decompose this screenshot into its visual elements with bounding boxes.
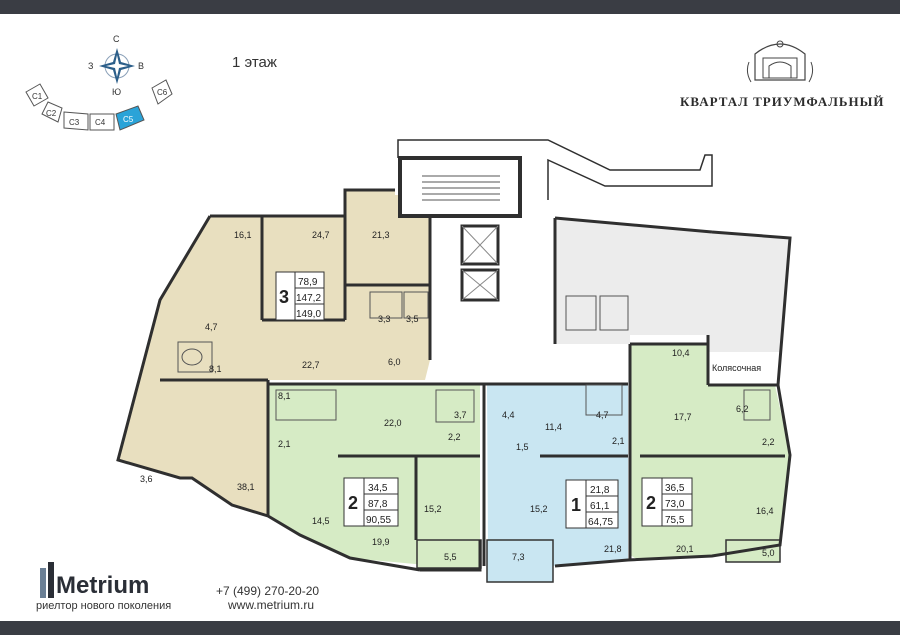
- svg-text:147,2: 147,2: [296, 293, 321, 304]
- apartment-3room-area[interactable]: [118, 190, 430, 516]
- compass-east: В: [138, 61, 144, 71]
- svg-text:78,9: 78,9: [298, 277, 318, 288]
- section-c2[interactable]: С2: [41, 101, 63, 123]
- room-area: 3,7: [454, 410, 467, 420]
- room-area: 16,4: [756, 506, 774, 516]
- svg-text:С5: С5: [123, 115, 134, 124]
- room-area: 15,2: [424, 504, 442, 514]
- stroller-room-label: Колясочная: [712, 363, 761, 373]
- room-area: 22,7: [302, 360, 320, 370]
- room-area: 6,2: [736, 404, 749, 414]
- section-c4[interactable]: С4: [89, 113, 115, 131]
- balcony-left-area: [416, 539, 482, 569]
- room-area: 5,5: [444, 552, 457, 562]
- apartment-badge-1room[interactable]: 1 21,8 61,1 64,75: [565, 479, 619, 529]
- room-area: 5,0: [762, 548, 775, 558]
- contact-phone[interactable]: +7 (499) 270-20-20: [216, 584, 320, 598]
- room-area: 2,2: [448, 432, 461, 442]
- stroller-room-area: [708, 352, 780, 384]
- compass-rose-icon: [99, 48, 135, 84]
- room-area: 10,4: [672, 348, 690, 358]
- room-area: 1,5: [516, 442, 529, 452]
- contact-website[interactable]: www.metrium.ru: [228, 598, 315, 612]
- svg-text:87,8: 87,8: [368, 499, 388, 510]
- room-area: 19,9: [372, 537, 390, 547]
- project-crest-logo: [746, 40, 814, 83]
- brand-name: Metrium: [56, 572, 150, 599]
- room-area: 4,7: [596, 410, 609, 420]
- svg-text:С1: С1: [32, 92, 43, 101]
- apartment-badge-2room-left[interactable]: 2 34,5 87,8 90,55: [343, 477, 399, 527]
- entrance-canopy: [397, 139, 713, 200]
- room-area: 11,4: [545, 422, 562, 432]
- svg-text:64,75: 64,75: [588, 517, 613, 528]
- bottom-band: [0, 621, 900, 635]
- compass-north: С: [113, 34, 120, 44]
- svg-text:С6: С6: [157, 88, 168, 97]
- room-area: 15,2: [530, 504, 548, 514]
- room-area: 6,0: [388, 357, 401, 367]
- brand-tagline: риелтор нового поколения: [36, 600, 172, 612]
- room-area: 20,1: [676, 544, 694, 554]
- room-area: 8,1: [209, 364, 222, 374]
- svg-text:2: 2: [348, 493, 358, 513]
- commercial-area[interactable]: [555, 218, 790, 385]
- balcony-right-area: [725, 539, 781, 563]
- svg-text:73,0: 73,0: [665, 499, 685, 510]
- svg-text:149,0: 149,0: [296, 309, 321, 320]
- svg-text:2: 2: [646, 493, 656, 513]
- room-area: 3,6: [140, 474, 153, 484]
- svg-text:С3: С3: [69, 118, 80, 127]
- room-area: 24,7: [312, 230, 330, 240]
- room-area: 3,3: [378, 314, 391, 324]
- project-name: КВАРТАЛ ТРИУМФАЛЬНЫЙ: [680, 94, 885, 109]
- svg-text:21,8: 21,8: [590, 485, 610, 496]
- apartment-badge-3room[interactable]: 3 78,9 147,2 149,0: [275, 271, 325, 321]
- room-area: 3,5: [406, 314, 419, 324]
- room-area: 14,5: [312, 516, 330, 526]
- floor-title: 1 этаж: [232, 54, 277, 71]
- top-band: [0, 0, 900, 14]
- svg-text:С4: С4: [95, 118, 106, 127]
- section-c5[interactable]: С5: [115, 105, 145, 131]
- room-area: 4,7: [205, 322, 218, 332]
- room-area: 8,1: [278, 391, 291, 401]
- room-area: 22,0: [384, 418, 402, 428]
- apartment-badge-2room-right[interactable]: 2 36,5 73,0 75,5: [641, 477, 693, 527]
- stairwell: [398, 156, 522, 218]
- section-c3[interactable]: С3: [63, 111, 89, 131]
- svg-text:1: 1: [571, 495, 581, 515]
- svg-text:61,1: 61,1: [590, 501, 610, 512]
- svg-text:3: 3: [279, 287, 289, 307]
- compass-west: З: [88, 61, 93, 71]
- svg-text:34,5: 34,5: [368, 483, 388, 494]
- room-area: 21,8: [604, 544, 622, 554]
- section-c6[interactable]: С6: [151, 79, 173, 105]
- room-area: 7,3: [512, 552, 525, 562]
- room-area: 38,1: [237, 482, 255, 492]
- room-area: 21,3: [372, 230, 390, 240]
- metrium-logo-icon: [40, 562, 54, 598]
- room-area: 2,2: [762, 437, 775, 447]
- svg-text:С2: С2: [46, 109, 57, 118]
- room-area: 4,4: [502, 410, 515, 420]
- svg-text:36,5: 36,5: [665, 483, 685, 494]
- room-area: 17,7: [674, 412, 692, 422]
- room-area: 2,1: [278, 439, 291, 449]
- room-area: 2,1: [612, 436, 625, 446]
- room-area: 16,1: [234, 230, 252, 240]
- svg-text:90,55: 90,55: [366, 515, 391, 526]
- section-key: С Ю З В С1 С2 С3 С4 С5 С6: [25, 34, 173, 131]
- balcony-1room-area: [486, 539, 554, 583]
- compass-south: Ю: [112, 87, 121, 97]
- walls: [116, 188, 792, 572]
- section-c1[interactable]: С1: [25, 83, 49, 107]
- svg-text:75,5: 75,5: [665, 515, 685, 526]
